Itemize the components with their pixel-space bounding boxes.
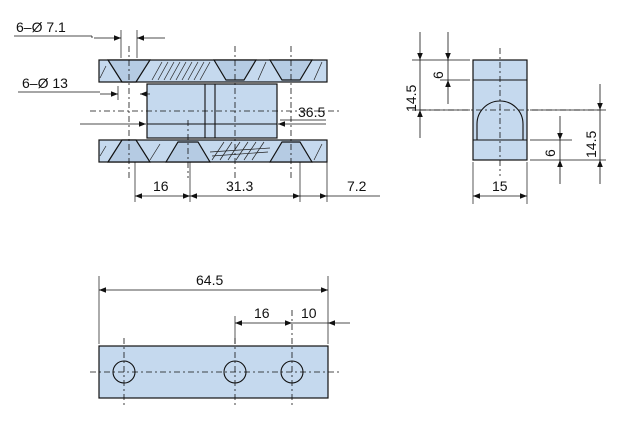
plan-view: 64.5 16 10 (90, 272, 350, 406)
front-section-view: 6–Ø 7.1 6–Ø 13 36.5 16 31.3 7.2 (14, 19, 380, 202)
side-view: 14.5 6 14.5 6 15 (403, 32, 606, 204)
label-7-2: 7.2 (347, 178, 367, 194)
label-plan-16: 16 (254, 305, 270, 321)
label-hole-large: 6–Ø 13 (22, 75, 68, 91)
label-side-15: 15 (492, 178, 508, 194)
label-36-5: 36.5 (298, 104, 325, 120)
label-31-3: 31.3 (226, 178, 253, 194)
label-16-front: 16 (153, 178, 169, 194)
label-64-5: 64.5 (196, 272, 223, 288)
top-plate (98, 59, 328, 83)
hatching-top (99, 61, 323, 81)
label-side-14-5: 14.5 (403, 85, 419, 112)
middle-block (146, 83, 278, 139)
label-plan-10: 10 (301, 305, 317, 321)
label-side-6: 6 (430, 71, 446, 79)
label-side-14-5-right: 14.5 (583, 131, 599, 158)
bottom-plate (98, 139, 328, 163)
hatching-bottom (99, 141, 323, 161)
label-side-6-right: 6 (542, 149, 558, 157)
label-hole-small: 6–Ø 7.1 (16, 19, 66, 35)
